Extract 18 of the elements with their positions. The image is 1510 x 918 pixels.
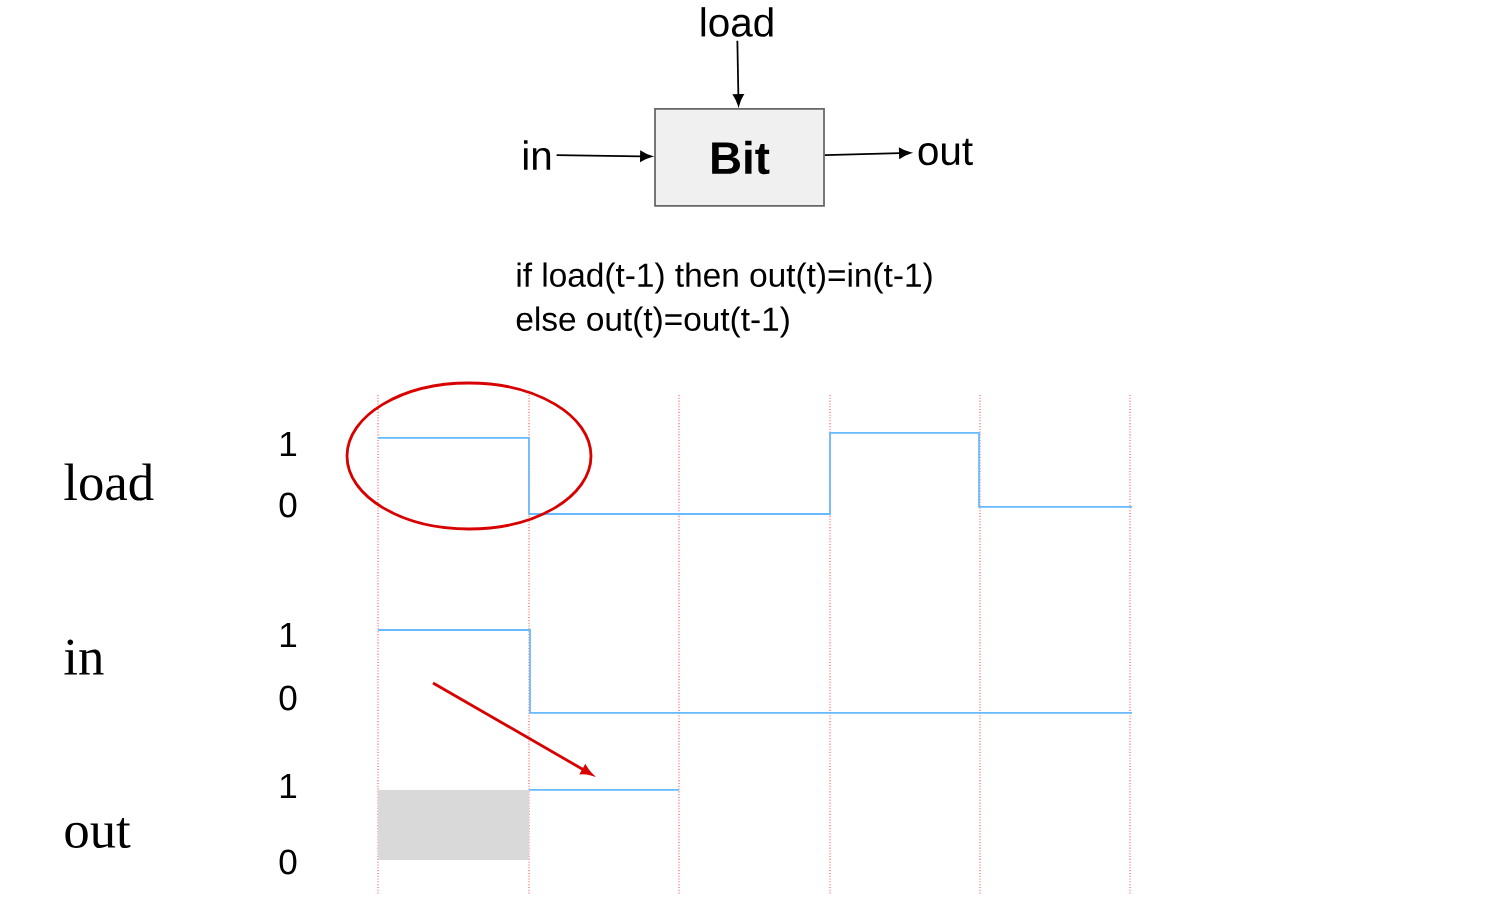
level-label: 0	[279, 685, 297, 711]
level-label: 0	[279, 849, 297, 875]
arrow	[824, 147, 911, 159]
arrow	[733, 39, 744, 106]
level-label: 0	[279, 492, 297, 518]
signal-name: load	[701, 7, 773, 37]
arrow	[555, 150, 652, 162]
level-label: 1	[280, 622, 297, 648]
signal-label: in	[64, 639, 104, 675]
formula-text: else out(t)=out(t-1)	[516, 306, 789, 338]
formula-text: if load(t-1) then out(t)=in(t-1)	[517, 262, 932, 294]
process-box: Bit	[654, 108, 825, 207]
signal-label: load	[64, 463, 154, 501]
signal-label: out	[65, 817, 131, 849]
level-label: 1	[280, 431, 297, 457]
level-label: 1	[280, 773, 297, 799]
signal-name: out	[918, 138, 973, 166]
signal-name: in	[524, 140, 551, 170]
